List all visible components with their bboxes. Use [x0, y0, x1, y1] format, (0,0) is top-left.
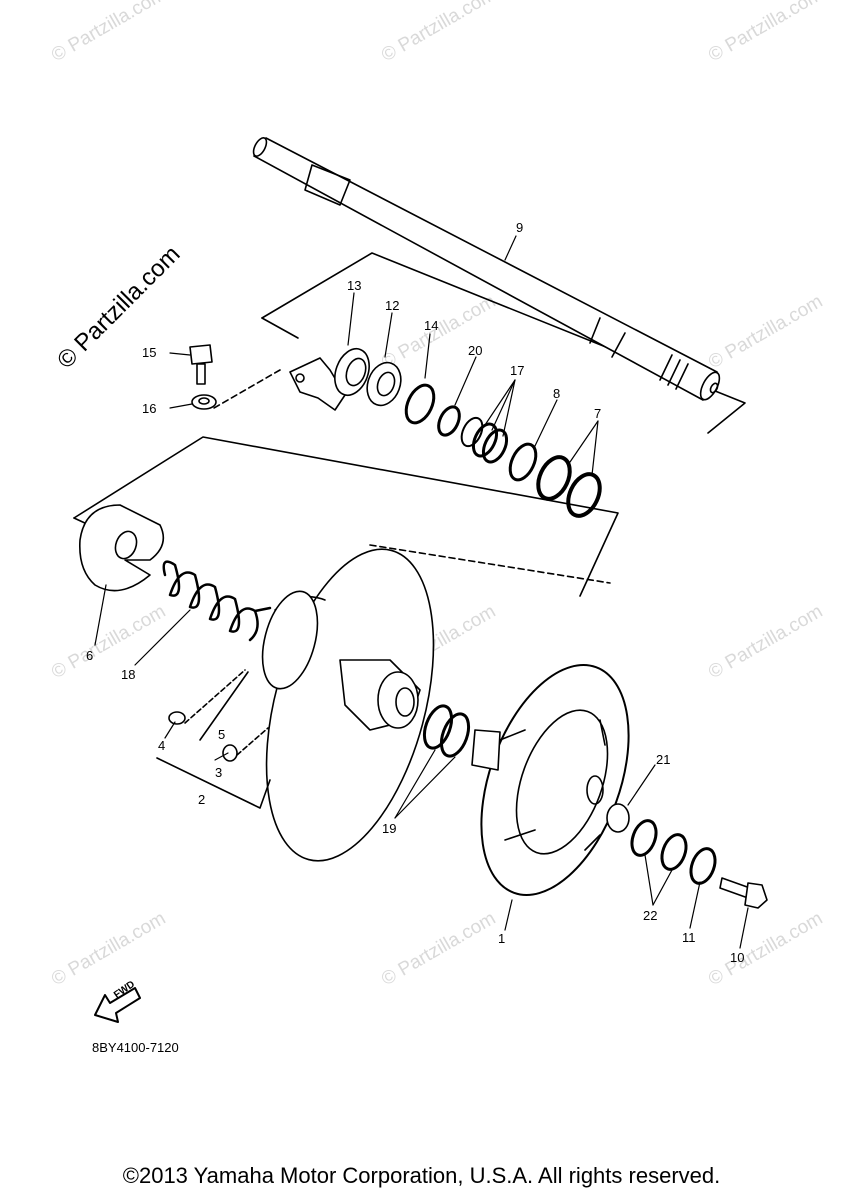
- shaft: [252, 137, 721, 401]
- callout-2: 2: [198, 792, 206, 807]
- fwd-arrow-icon: [94, 987, 141, 1023]
- callout-16: 16: [142, 401, 157, 416]
- bushing-21: [606, 803, 630, 833]
- bolt-15: [189, 344, 213, 385]
- callout-22: 22: [643, 908, 658, 923]
- callout-15: 15: [142, 345, 157, 360]
- washer-16: [191, 394, 217, 410]
- torque-cam: [78, 504, 165, 592]
- pin-4: [168, 711, 186, 725]
- pin-3: [222, 744, 238, 762]
- washers-19: [422, 704, 471, 758]
- leader-lines: [94, 235, 749, 949]
- bracket-2: [156, 669, 271, 809]
- rings-row: [404, 383, 602, 518]
- callout-12: 12: [385, 298, 400, 313]
- diagram-code: 8BY4100-7120: [92, 1040, 179, 1055]
- washers-22: [630, 819, 688, 871]
- callout-10: 10: [730, 950, 745, 965]
- callout-18: 18: [121, 667, 136, 682]
- upper-frame: [213, 252, 746, 434]
- fixed-sheave: [471, 664, 630, 896]
- callout-9: 9: [516, 220, 524, 235]
- callout-5: 5: [218, 727, 226, 742]
- callout-17: 17: [510, 363, 525, 378]
- bolt-10: [719, 877, 768, 909]
- callout-6: 6: [86, 648, 94, 663]
- callout-11: 11: [682, 930, 696, 945]
- callout-3: 3: [215, 765, 223, 780]
- bearing-housing: [289, 347, 402, 411]
- callout-21: 21: [656, 752, 671, 767]
- callout-1: 1: [498, 931, 506, 946]
- callout-8: 8: [553, 386, 561, 401]
- callout-20: 20: [468, 343, 483, 358]
- spring: [162, 560, 272, 642]
- copyright-notice: ©2013 Yamaha Motor Corporation, U.S.A. A…: [122, 1163, 721, 1188]
- callout-4: 4: [158, 738, 166, 753]
- callout-14: 14: [424, 318, 439, 333]
- callout-13: 13: [347, 278, 362, 293]
- callout-19: 19: [382, 821, 397, 836]
- callout-7: 7: [594, 406, 602, 421]
- sliding-sheave: [261, 548, 435, 862]
- washer-11: [689, 847, 717, 885]
